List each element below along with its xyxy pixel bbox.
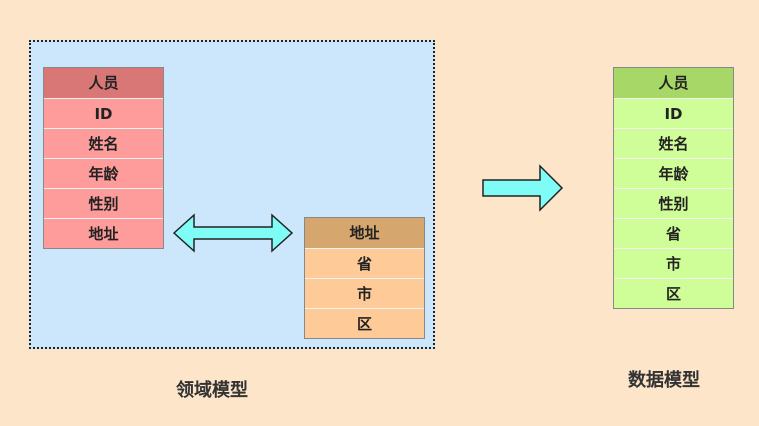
data-field-district: 区 — [614, 278, 733, 308]
person-entity-header: 人员 — [44, 68, 163, 98]
person-entity-table: 人员 ID 姓名 年龄 性别 地址 — [43, 67, 164, 249]
right-arrow-shape — [482, 164, 564, 212]
address-field-province: 省 — [305, 248, 424, 278]
data-entity-header: 人员 — [614, 68, 733, 98]
address-field-city: 市 — [305, 278, 424, 308]
data-field-gender: 性别 — [614, 188, 733, 218]
person-field-name: 姓名 — [44, 128, 163, 158]
address-entity-table: 地址 省 市 区 — [304, 217, 425, 339]
data-field-city: 市 — [614, 248, 733, 278]
data-field-name: 姓名 — [614, 128, 733, 158]
data-field-id: ID — [614, 98, 733, 128]
person-field-address: 地址 — [44, 218, 163, 248]
double-arrow-shape — [172, 213, 294, 253]
data-model-caption: 数据模型 — [628, 370, 700, 391]
address-entity-header: 地址 — [305, 218, 424, 248]
person-field-id: ID — [44, 98, 163, 128]
person-field-age: 年龄 — [44, 158, 163, 188]
person-field-gender: 性别 — [44, 188, 163, 218]
address-field-district: 区 — [305, 308, 424, 338]
data-field-province: 省 — [614, 218, 733, 248]
data-field-age: 年龄 — [614, 158, 733, 188]
data-model-entity-table: 人员 ID 姓名 年龄 性别 省 市 区 — [613, 67, 734, 309]
domain-model-caption: 领域模型 — [176, 380, 248, 401]
